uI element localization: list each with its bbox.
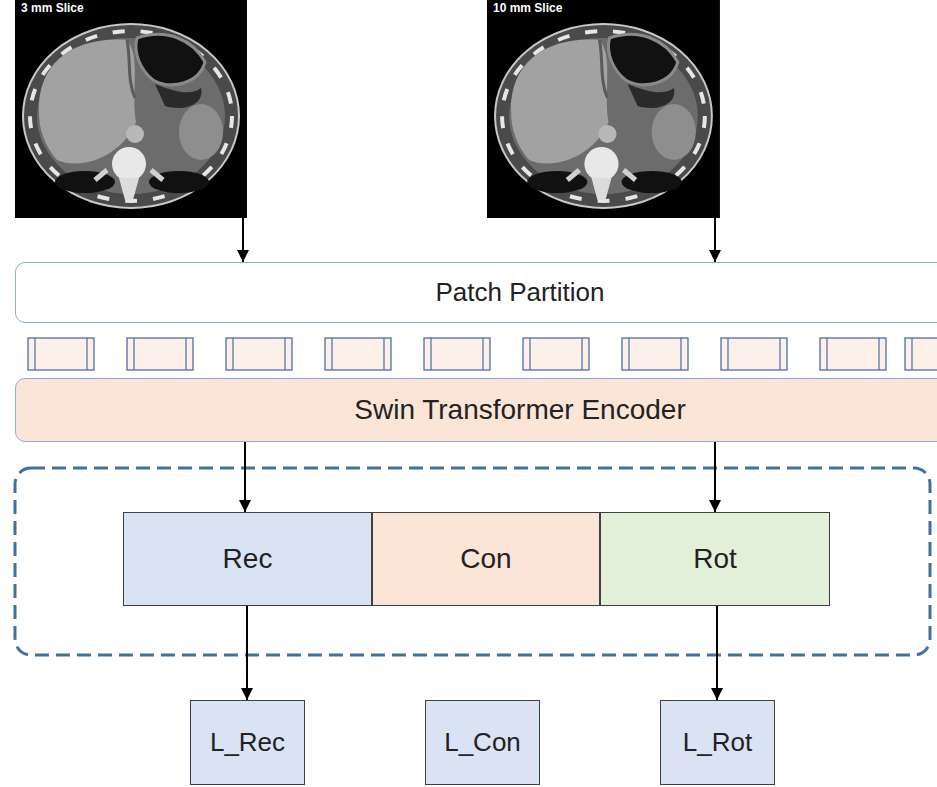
patch-token <box>523 338 589 370</box>
flow-arrow <box>246 606 248 700</box>
loss-box: L_Rot <box>660 700 775 785</box>
task-head: Rot <box>600 512 830 606</box>
task-head: Rec <box>123 512 372 606</box>
box-label: Con <box>460 543 511 575</box>
flow-arrow <box>242 218 244 262</box>
image-caption: 10 mm Slice <box>493 2 562 16</box>
dashed-group <box>15 468 930 655</box>
ct-image <box>487 0 720 218</box>
patch-token <box>226 338 292 370</box>
patch-token <box>325 338 391 370</box>
box-label: Rec <box>223 543 273 575</box>
box-label: Patch Partition <box>435 278 604 308</box>
flow-arrow <box>716 606 718 700</box>
box-label: L_Rot <box>683 728 752 758</box>
box-label: Rot <box>693 543 737 575</box>
box-label: Swin Transformer Encoder <box>354 394 685 426</box>
patch-token <box>905 338 937 370</box>
flow-arrow <box>714 442 716 512</box>
flow-arrow <box>244 442 246 512</box>
box-label: L_Con <box>444 728 521 758</box>
box-label: L_Rec <box>210 728 285 758</box>
patch-token <box>622 338 688 370</box>
ct-image <box>15 0 247 218</box>
loss-box: L_Con <box>425 700 540 785</box>
ct-image-label: 10 mm Slice <box>487 0 720 218</box>
encoder-band: Swin Transformer Encoder <box>15 378 937 442</box>
task-head: Con <box>372 512 600 606</box>
patch-token <box>721 338 787 370</box>
patch-token <box>424 338 490 370</box>
loss-box: L_Rec <box>190 700 305 785</box>
process-band: Patch Partition <box>15 262 937 323</box>
image-caption: 3 mm Slice <box>21 2 84 16</box>
patch-token <box>820 338 886 370</box>
flow-arrow <box>714 218 716 262</box>
patch-token <box>28 338 94 370</box>
ct-image-label: 3 mm Slice <box>15 0 247 218</box>
patch-token <box>127 338 193 370</box>
